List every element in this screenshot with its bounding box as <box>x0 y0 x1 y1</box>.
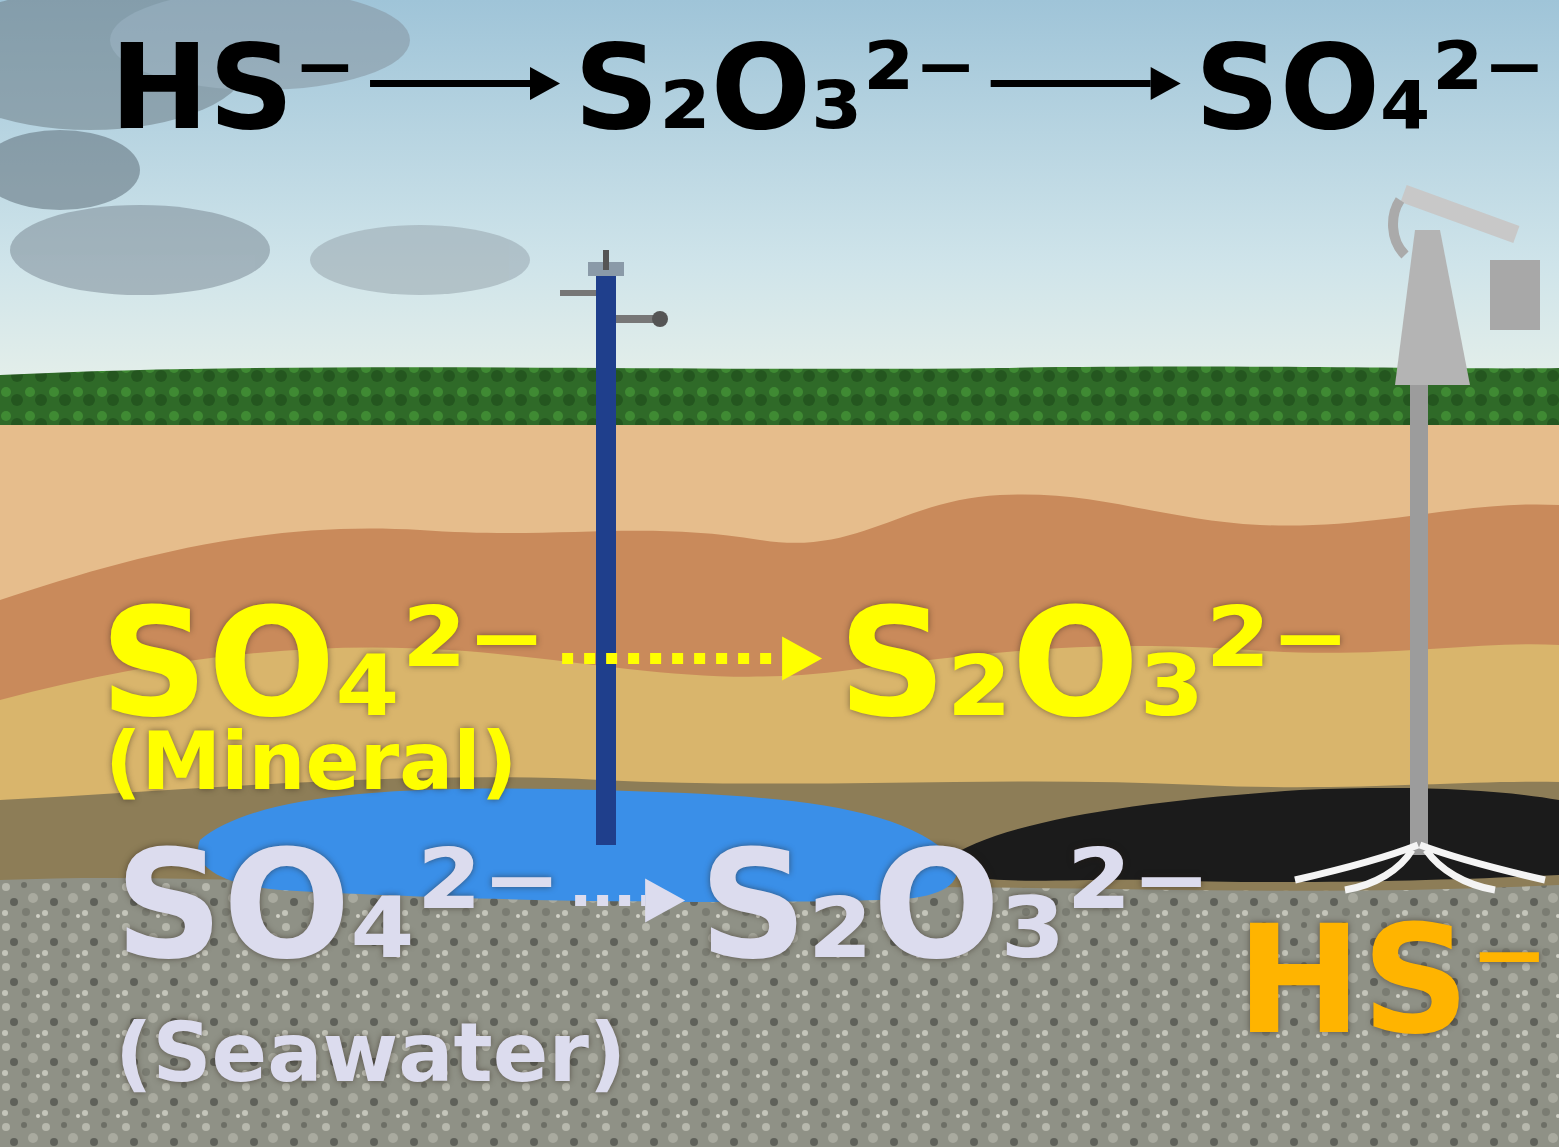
arrow-shaft <box>562 653 782 664</box>
formula-label: SO₄²⁻ <box>100 588 546 738</box>
arrow-head <box>645 879 685 923</box>
pump-jack <box>1393 185 1540 855</box>
source-note-label: (Seawater) <box>115 1012 626 1094</box>
reaction-arrow <box>575 879 685 923</box>
reaction-arrow <box>370 67 560 100</box>
arrow-shaft <box>575 895 645 906</box>
formula-label: S₂O₃²⁻ <box>574 28 977 146</box>
sky <box>0 0 1559 440</box>
arrow-head <box>782 637 822 681</box>
topsoil-layer <box>0 425 1559 1147</box>
source-note-label: (Mineral) <box>105 722 517 802</box>
formula-label: S₂O₃²⁻ <box>838 588 1350 738</box>
formula-label: S₂O₃²⁻ <box>699 830 1211 980</box>
arrow-shaft <box>991 80 1151 87</box>
arrow-shaft <box>370 80 530 87</box>
clay-layer <box>0 494 1559 1147</box>
arrow-head <box>1151 67 1181 100</box>
formula-label: HS⁻ <box>1236 905 1549 1055</box>
injection-well <box>560 250 668 845</box>
formula-label: SO₄²⁻ <box>115 830 561 980</box>
shale-layer <box>0 777 1559 1147</box>
grass-layer <box>0 367 1559 430</box>
reaction-arrow <box>991 67 1181 100</box>
reaction-arrow <box>562 637 822 681</box>
well-intake <box>1295 845 1545 890</box>
formula-label: HS⁻ <box>110 28 356 146</box>
formula-label: SO₄²⁻ <box>1195 28 1546 146</box>
clouds <box>0 0 530 295</box>
arrow-head <box>530 67 560 100</box>
